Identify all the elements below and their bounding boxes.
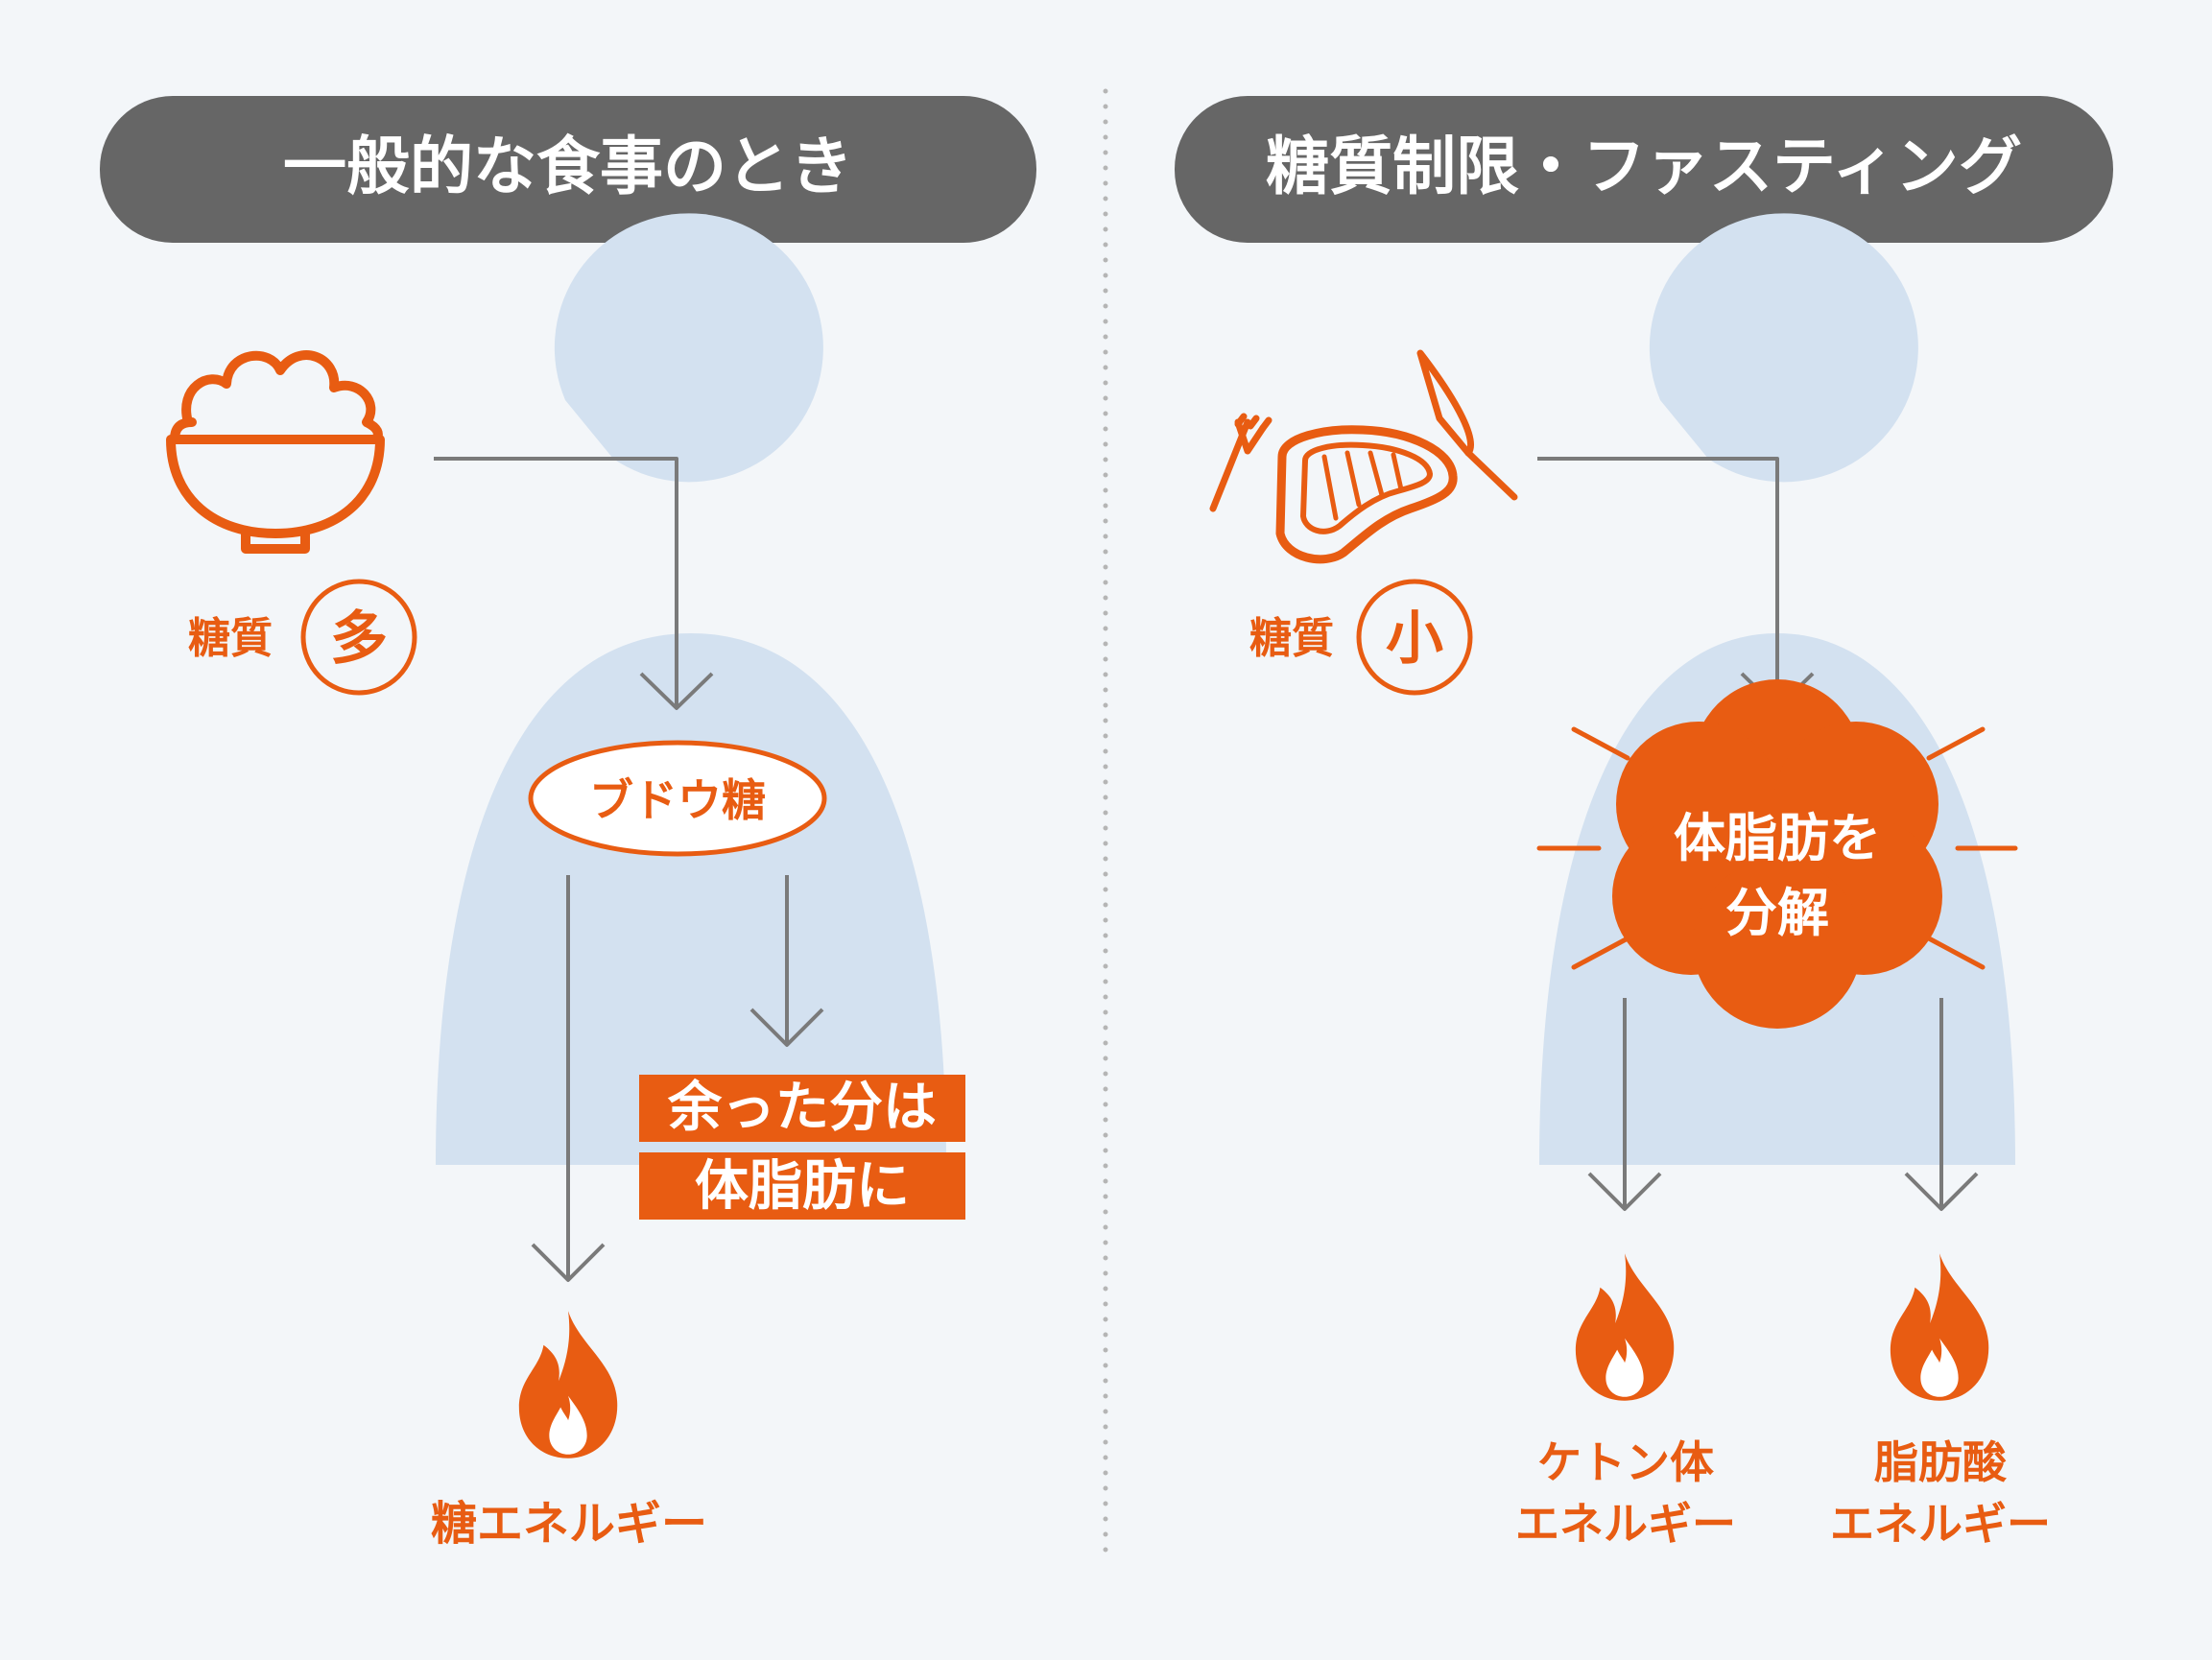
right-carb-amount: 小 bbox=[1386, 605, 1443, 673]
excess-box-2 bbox=[639, 1152, 965, 1220]
glucose-label: ブドウ糖 bbox=[589, 774, 766, 826]
left-energy-label: 糖エネルギー bbox=[431, 1497, 707, 1551]
right-panel: 糖質制限・ファスティング bbox=[1175, 96, 2113, 1550]
breakdown-cloud bbox=[1612, 679, 1942, 1029]
fork-icon bbox=[1209, 413, 1272, 512]
left-intake-arrow bbox=[434, 457, 678, 708]
fatty-acid-energy-line-1: 脂肪酸 bbox=[1874, 1436, 2008, 1488]
excess-box-1 bbox=[639, 1075, 965, 1142]
left-carb-amount: 多 bbox=[330, 605, 388, 673]
breakdown-burst-lines bbox=[1536, 726, 2018, 970]
left-header-pill bbox=[100, 96, 1036, 243]
breakdown-line-2: 分解 bbox=[1725, 883, 1829, 943]
rice-bowl-icon bbox=[166, 350, 385, 554]
ketone-flame-icon bbox=[1575, 1253, 1675, 1401]
right-ketone-arrowhead bbox=[1587, 1172, 1662, 1211]
right-header-pill bbox=[1175, 96, 2113, 243]
left-carb-label: 糖質 bbox=[188, 614, 273, 663]
steak-icon bbox=[1275, 425, 1458, 564]
right-fatty-acid-arrowhead bbox=[1904, 1172, 1979, 1211]
ketone-energy-line-1: ケトン体 bbox=[1537, 1436, 1714, 1488]
right-carb-amount-circle bbox=[1356, 579, 1473, 696]
right-carb-label: 糖質 bbox=[1249, 614, 1334, 663]
left-panel: 一般的な食事のとき 糖質 多 ブドウ糖 bbox=[100, 96, 1036, 1551]
right-header-title: 糖質制限・ファスティング bbox=[1266, 130, 2022, 203]
breakdown-line-1: 体脂肪を bbox=[1674, 808, 1881, 868]
glucose-ellipse bbox=[528, 740, 827, 857]
left-energy-arrowhead bbox=[531, 1243, 606, 1282]
left-person-silhouette bbox=[436, 213, 946, 1165]
excess-line-1: 余った分は bbox=[667, 1077, 937, 1139]
left-header-title: 一般的な食事のとき bbox=[283, 130, 853, 203]
knife-icon bbox=[1416, 349, 1518, 501]
left-intake-arrowhead bbox=[639, 672, 714, 710]
right-arrows bbox=[1537, 457, 1979, 1211]
left-flame-icon bbox=[518, 1311, 618, 1458]
steak-fork-knife-icon bbox=[1209, 349, 1518, 564]
excess-line-2: 体脂肪に bbox=[695, 1155, 910, 1218]
ketone-energy-line-2: エネルギー bbox=[1515, 1498, 1736, 1550]
right-intake-arrow bbox=[1537, 457, 1779, 708]
left-excess-arrowhead bbox=[749, 1008, 824, 1047]
fatty-acid-flame-icon bbox=[1890, 1253, 1989, 1401]
fatty-acid-energy-line-2: エネルギー bbox=[1830, 1498, 2051, 1550]
left-carb-amount-circle bbox=[300, 579, 417, 696]
left-arrows bbox=[434, 457, 824, 1282]
